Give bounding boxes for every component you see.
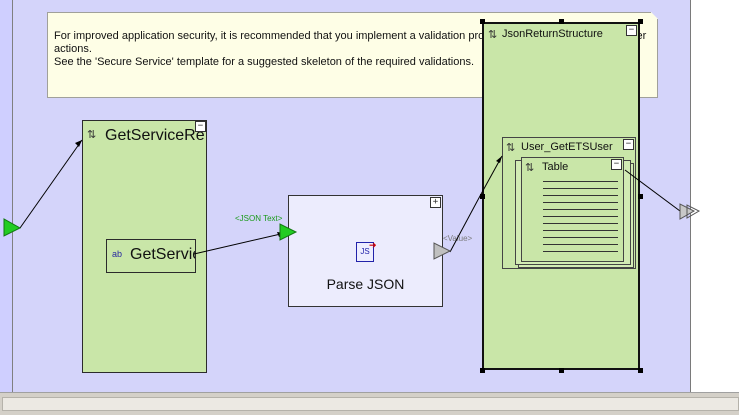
selection-handle[interactable] [480, 368, 485, 373]
wire-structure-to-exit [624, 169, 681, 212]
selection-handle[interactable] [638, 194, 643, 199]
json-icon: JS [356, 242, 374, 262]
exit-pin-outline [686, 204, 701, 219]
json-icon-arrow: ➔ [369, 240, 377, 250]
value-output-pin [433, 242, 452, 260]
user-get-ets-user-collapse-button[interactable]: − [623, 139, 634, 150]
table-collapse-button[interactable]: − [611, 159, 622, 170]
arrowhead [75, 140, 82, 147]
selection-handle[interactable] [638, 19, 643, 24]
parse-json-node[interactable]: + JS ➔ Parse JSON [288, 195, 443, 307]
parse-json-expand-button[interactable]: + [430, 197, 441, 208]
get-service-request-title: GetServiceRequest [105, 127, 205, 144]
note-fold-corner [651, 12, 658, 19]
wire-parse-to-structure [449, 155, 503, 253]
right-margin [691, 0, 739, 392]
structure-icon: ⇅ [525, 162, 535, 174]
json-text-pin-label: <JSON Text> [235, 214, 283, 223]
selection-handle[interactable] [638, 368, 643, 373]
structure-icon: ⇅ [506, 142, 516, 154]
json-text-input-pin [279, 223, 298, 241]
structure-icon: ⇅ [488, 29, 498, 41]
left-margin [0, 0, 13, 392]
selection-handle[interactable] [480, 194, 485, 199]
table-title: Table [542, 161, 569, 173]
arrowhead [496, 156, 502, 163]
json-return-structure-collapse-button[interactable]: − [626, 25, 637, 36]
wire-variable-to-parse [193, 232, 286, 255]
table-rows-placeholder [543, 181, 618, 258]
horizontal-scrollbar[interactable] [2, 397, 739, 411]
status-bar [0, 392, 739, 415]
text-variable-icon: ab [112, 249, 123, 259]
structure-icon: ⇅ [87, 129, 97, 141]
wire-entry-to-request [19, 139, 83, 229]
selection-handle[interactable] [480, 19, 485, 24]
user-get-ets-user-title: User_GetETSUser [521, 141, 613, 153]
selection-handle[interactable] [559, 368, 564, 373]
get-service-variable[interactable]: ab GetServiceRequest [106, 239, 196, 273]
get-service-variable-label: GetServiceRequest [130, 246, 195, 263]
parse-json-label: Parse JSON [326, 276, 405, 292]
get-service-request-collapse-button[interactable]: − [195, 121, 206, 132]
json-return-structure-title: JsonReturnStructure [502, 28, 603, 40]
selection-handle[interactable] [559, 19, 564, 24]
entry-pin [3, 218, 22, 237]
